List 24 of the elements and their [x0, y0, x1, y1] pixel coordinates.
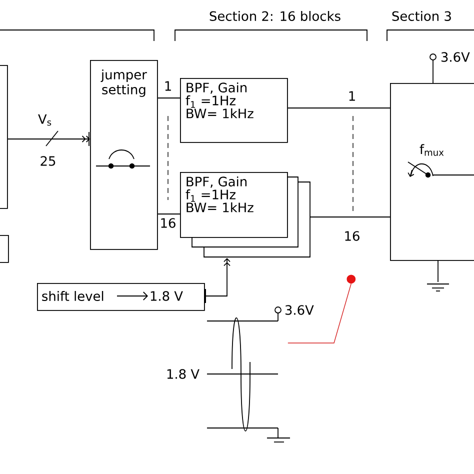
node-label: f$_{1}$ [186, 189, 195, 202]
voltage-label: 3.6V [441, 52, 470, 62]
voltage-label: 3.6V [285, 305, 314, 315]
channel-number: 1 [349, 91, 355, 101]
connector [7, 136, 90, 142]
channel-number: 1 [165, 81, 171, 91]
jumper-box: jumper setting [90, 60, 158, 250]
filter-box: BPF, Gain f$_{1}$ =1Hz BW= 1kHz [180, 172, 310, 258]
block-box [0, 65, 8, 209]
block-box [0, 235, 9, 263]
section-label: Section 2: 16 blocks [210, 10, 340, 21]
section-label: Section 3 [392, 10, 451, 21]
channel-number: 16 [345, 231, 360, 241]
edge-label: V$_{s}$ [38, 114, 52, 126]
leader-line [288, 283, 352, 344]
connector [204, 258, 230, 296]
block-box [390, 83, 474, 261]
frequency-label: f$_{mux}$ [420, 144, 444, 156]
channel-number: 16 [161, 218, 176, 228]
connector [310, 216, 390, 218]
level-shift-box: shift level 1.8 V [37, 283, 206, 311]
bus-width-label: 25 [40, 156, 56, 166]
dot [346, 274, 356, 284]
filter-box: BPF, Gain f$_{1}$ =1Hz BW= 1kHz [180, 78, 288, 143]
